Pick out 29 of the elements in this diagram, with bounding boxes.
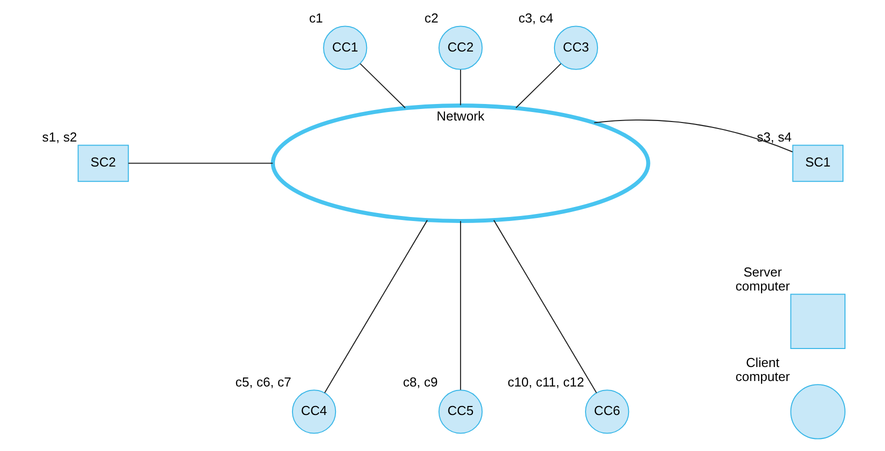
node-label: Client computer — [735, 354, 790, 384]
connector — [460, 70, 461, 106]
node-label: c8, c9 — [402, 374, 438, 390]
node-box — [790, 294, 845, 349]
connector — [594, 120, 792, 152]
connector — [460, 221, 461, 390]
node-label: c5, c6, c7 — [234, 374, 291, 390]
node-ellipse: Network — [270, 104, 650, 223]
node-circle: CC6 — [584, 390, 629, 434]
node-box: SC1 — [792, 144, 843, 182]
node-circle: CC2 — [438, 26, 482, 70]
connector — [324, 220, 428, 394]
node-circle: CC3 — [553, 26, 598, 70]
connector — [359, 63, 406, 108]
connector — [515, 63, 561, 108]
node-box: SC2 — [77, 144, 128, 182]
node-label: c1 — [308, 10, 322, 26]
node-label: c3, c4 — [518, 10, 553, 26]
node-label: Server computer — [735, 264, 790, 294]
node-circle: CC1 — [322, 26, 367, 70]
node-label: s1, s2 — [42, 130, 76, 145]
node-label: c2 — [424, 10, 438, 26]
node-label: s3, s4 — [756, 130, 792, 145]
connector — [492, 220, 596, 394]
node-circle — [790, 384, 845, 440]
node-circle: CC5 — [438, 390, 482, 434]
node-label: c10, c11, c12 — [507, 374, 584, 390]
node-circle: CC4 — [291, 390, 336, 434]
connector — [128, 162, 272, 164]
